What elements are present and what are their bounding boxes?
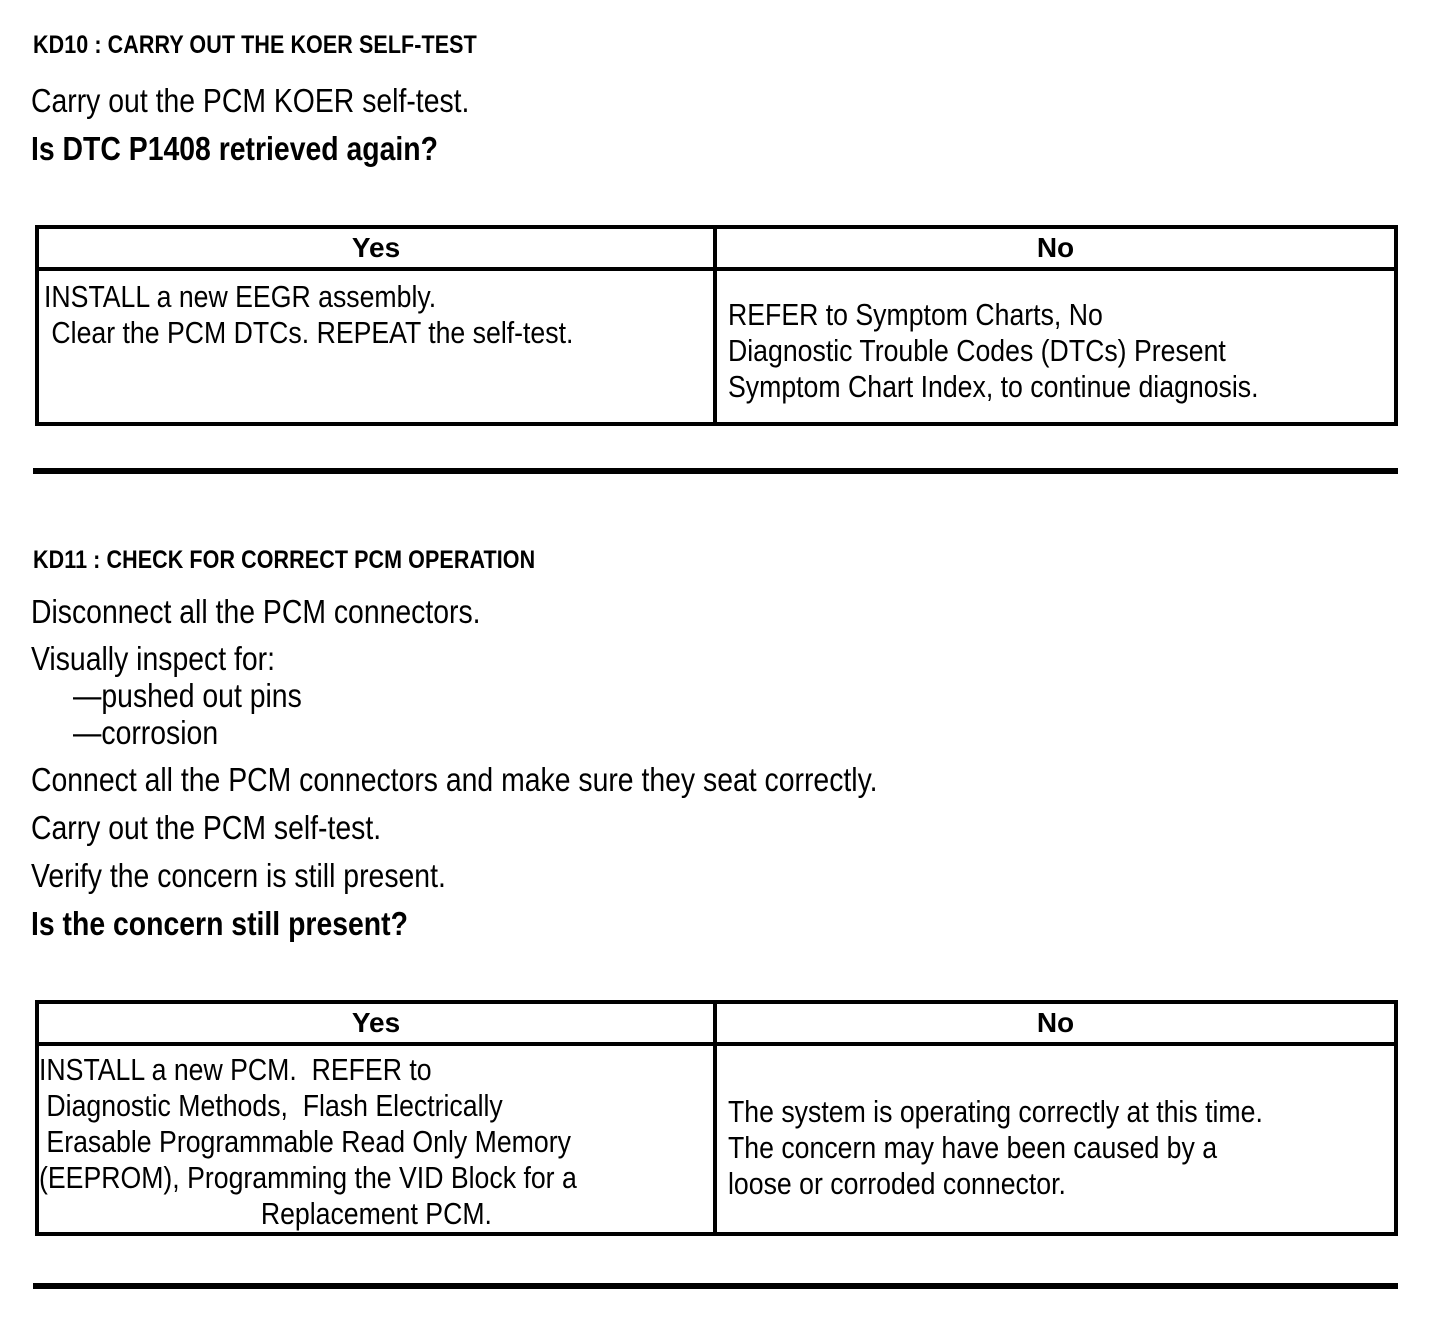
table-cell-no-line-3: loose or corroded connector. xyxy=(728,1166,1066,1201)
table-cell-yes-line-2: Diagnostic Methods, Flash Electrically xyxy=(39,1088,503,1123)
table-cell-yes-line: Replacement PCM. xyxy=(39,1196,713,1232)
section-title-kd11: KD11 : CHECK FOR CORRECT PCM OPERATION xyxy=(33,545,617,575)
section-divider-rule-2 xyxy=(33,1283,1398,1289)
table-cell-yes-line-5: Replacement PCM. xyxy=(260,1196,492,1231)
section-kd10-step-1-text: Carry out the PCM KOER self-test. xyxy=(31,82,470,119)
table-cell-no-line-3: Symptom Chart Index, to continue diagnos… xyxy=(728,369,1259,404)
table-header-row: Yes No xyxy=(39,1004,1394,1046)
section-kd11-question: Is the concern still present? xyxy=(31,905,469,943)
table-cell-no-text: REFER to Symptom Charts, No Diagnostic T… xyxy=(717,271,1394,405)
table-cell-yes-text: INSTALL a new EEGR assembly. Clear the P… xyxy=(39,271,713,351)
table-cell-no-line-2: Diagnostic Trouble Codes (DTCs) Present xyxy=(728,333,1226,368)
table-cell-no: The system is operating correctly at thi… xyxy=(717,1046,1394,1232)
section-kd10-question: Is DTC P1408 retrieved again? xyxy=(31,130,504,168)
section-kd11-step-1: Disconnect all the PCM connectors. xyxy=(31,593,554,631)
table-header-row: Yes No xyxy=(39,229,1394,271)
section-kd11-step-5-text: Verify the concern is still present. xyxy=(31,857,446,894)
table-cell-no-line-2: The concern may have been caused by a xyxy=(728,1130,1218,1165)
section-kd11-subitem-2: —corrosion xyxy=(73,714,242,752)
table-cell-yes-line: INSTALL a new EEGR assembly. xyxy=(44,279,713,315)
table-cell-yes-line-3: Erasable Programmable Read Only Memory xyxy=(39,1124,571,1159)
table-body-row: INSTALL a new PCM. REFER to Diagnostic M… xyxy=(39,1046,1394,1232)
table-cell-yes-line-1: INSTALL a new PCM. REFER to xyxy=(39,1052,432,1087)
table-cell-yes-line-4: (EEPROM), Programming the VID Block for … xyxy=(39,1160,577,1195)
decision-table-kd11: Yes No INSTALL a new PCM. REFER to Diagn… xyxy=(35,1000,1398,1236)
section-title-kd11-text: KD11 : CHECK FOR CORRECT PCM OPERATION xyxy=(33,546,536,574)
table-cell-yes-line: Erasable Programmable Read Only Memory xyxy=(39,1124,713,1160)
table-cell-no-line: Diagnostic Trouble Codes (DTCs) Present xyxy=(728,333,1394,369)
section-kd11-subitem-1: —pushed out pins xyxy=(73,677,339,715)
table-header-cell-yes: Yes xyxy=(39,229,717,267)
section-title-kd10-text: KD10 : CARRY OUT THE KOER SELF-TEST xyxy=(33,31,477,59)
table-cell-yes-text: INSTALL a new PCM. REFER to Diagnostic M… xyxy=(39,1046,713,1232)
section-divider-rule-1 xyxy=(33,468,1398,474)
table-cell-yes: INSTALL a new EEGR assembly. Clear the P… xyxy=(39,271,717,422)
table-cell-no-line: The system is operating correctly at thi… xyxy=(728,1094,1394,1130)
section-kd11-step-2-text: Visually inspect for: xyxy=(31,640,275,677)
table-cell-no-line: REFER to Symptom Charts, No xyxy=(728,297,1394,333)
table-cell-no-line-1: The system is operating correctly at thi… xyxy=(728,1094,1263,1129)
table-cell-yes-line: (EEPROM), Programming the VID Block for … xyxy=(39,1160,713,1196)
table-header-label-no: No xyxy=(1036,232,1075,263)
table-cell-yes-line: Clear the PCM DTCs. REPEAT the self-test… xyxy=(44,315,713,351)
section-kd11-step-1-text: Disconnect all the PCM connectors. xyxy=(31,593,481,630)
section-kd11-subitem-2-text: —corrosion xyxy=(73,714,219,751)
section-kd11-step-2: Visually inspect for: xyxy=(31,640,315,678)
section-kd11-step-3: Connect all the PCM connectors and make … xyxy=(31,761,1015,799)
section-kd11-subitem-1-text: —pushed out pins xyxy=(73,677,302,714)
table-cell-no-line-1: REFER to Symptom Charts, No xyxy=(728,297,1103,332)
section-kd11-step-5: Verify the concern is still present. xyxy=(31,857,513,895)
table-body-row: INSTALL a new EEGR assembly. Clear the P… xyxy=(39,271,1394,422)
table-cell-yes-line: INSTALL a new PCM. REFER to xyxy=(39,1052,713,1088)
table-cell-no-text: The system is operating correctly at thi… xyxy=(717,1046,1394,1202)
table-header-cell-no: No xyxy=(717,229,1394,267)
table-cell-no-line: loose or corroded connector. xyxy=(728,1166,1394,1202)
table-cell-no-line: Symptom Chart Index, to continue diagnos… xyxy=(728,369,1394,405)
section-kd11-step-4: Carry out the PCM self-test. xyxy=(31,809,438,847)
table-cell-no-line: The concern may have been caused by a xyxy=(728,1130,1394,1166)
table-header-label-no: No xyxy=(1036,1007,1075,1038)
table-cell-yes-line-1: INSTALL a new EEGR assembly. xyxy=(44,279,437,314)
table-header-cell-yes: Yes xyxy=(39,1004,717,1042)
table-header-cell-no: No xyxy=(717,1004,1394,1042)
section-kd11-question-text: Is the concern still present? xyxy=(31,905,408,942)
table-header-label-yes: Yes xyxy=(351,232,401,263)
section-kd10-step-1: Carry out the PCM KOER self-test. xyxy=(31,82,541,120)
table-cell-no: REFER to Symptom Charts, No Diagnostic T… xyxy=(717,271,1394,422)
table-cell-yes-line-2: Clear the PCM DTCs. REPEAT the self-test… xyxy=(44,315,574,350)
section-title-kd10: KD10 : CARRY OUT THE KOER SELF-TEST xyxy=(33,30,549,60)
section-kd10-question-text: Is DTC P1408 retrieved again? xyxy=(31,130,438,167)
section-kd11-step-4-text: Carry out the PCM self-test. xyxy=(31,809,382,846)
section-kd11-step-3-text: Connect all the PCM connectors and make … xyxy=(31,761,878,798)
table-cell-yes: INSTALL a new PCM. REFER to Diagnostic M… xyxy=(39,1046,717,1232)
decision-table-kd10: Yes No INSTALL a new EEGR assembly. Clea… xyxy=(35,225,1398,426)
table-cell-yes-line: Diagnostic Methods, Flash Electrically xyxy=(39,1088,713,1124)
table-header-label-yes: Yes xyxy=(351,1007,401,1038)
